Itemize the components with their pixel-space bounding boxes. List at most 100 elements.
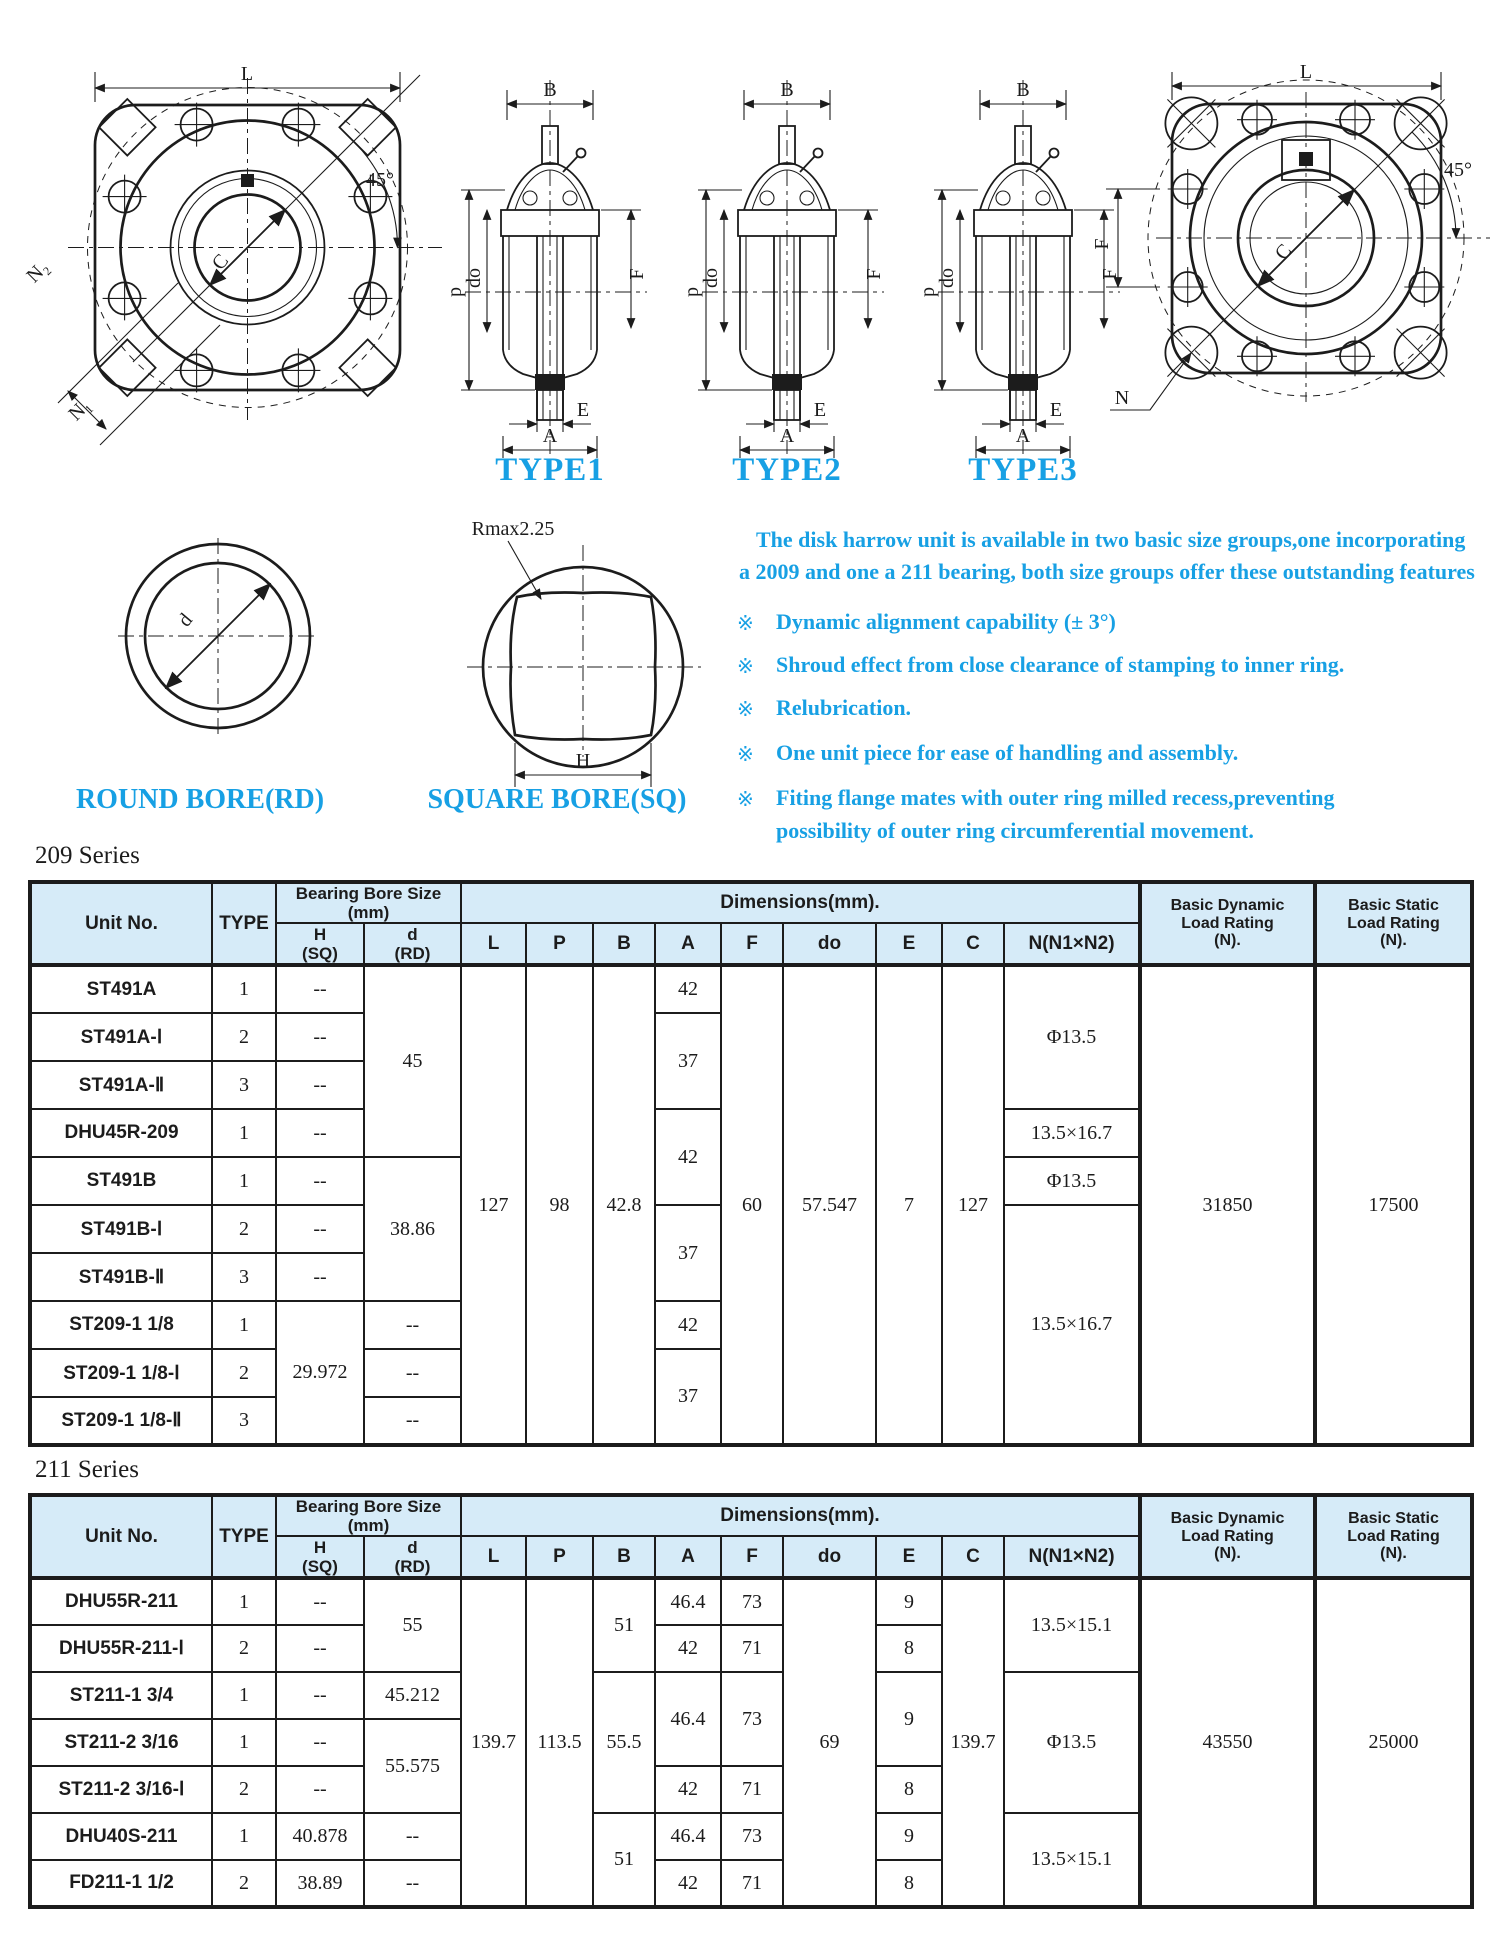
cell-h: -- — [275, 1060, 365, 1111]
col-header-c: C — [941, 922, 1005, 968]
dim-e: E — [577, 399, 589, 421]
cell-h: -- — [275, 1252, 365, 1303]
feature-marker: ※ — [737, 787, 754, 811]
dim-a: A — [543, 425, 558, 447]
square-bore-drawing: Rmax2.25 H — [467, 518, 701, 787]
type1-label: TYPE1 — [495, 452, 605, 488]
flange-front-left-drawing: L 45° — [22, 63, 442, 446]
cell-a: 37 — [654, 1012, 722, 1111]
dim-e: E — [814, 399, 826, 421]
table-row: ST491A-Ⅱ 3 -- — [29, 1060, 1472, 1111]
cell-unit: ST209-1 1/8 — [29, 1300, 213, 1351]
cell-do: 69 — [782, 1577, 877, 1909]
cell-b: 51 — [592, 1812, 656, 1909]
dyn-line3: (N). — [1214, 1545, 1241, 1563]
cell-e: 9 — [875, 1812, 943, 1862]
table-row: ST491A 1 -- 45 127 98 42.8 42 60 57.547 … — [29, 964, 1473, 1447]
cell-l: 139.7 — [460, 1577, 527, 1909]
feature-item: Fiting flange mates with outer ring mill… — [776, 785, 1335, 810]
cell-unit: FD211-1 1/2 — [29, 1859, 213, 1909]
cell-n: Φ13.5 — [1003, 1156, 1141, 1207]
cell-d: -- — [363, 1859, 462, 1909]
square-bore-title: SQUARE BORE(SQ) — [427, 784, 687, 815]
col-header-e: E — [875, 1535, 943, 1581]
table-row: ST491A-Ⅰ 2 -- 37 — [29, 1012, 1472, 1111]
cell-n: 13.5×15.1 — [1003, 1577, 1141, 1674]
col-header-f: F — [720, 1535, 784, 1581]
table-row: ST209-1 1/8 1 29.972 -- 42 — [29, 1300, 1472, 1447]
stat-line1: Basic Static — [1348, 1509, 1439, 1527]
cell-e: 8 — [875, 1859, 943, 1909]
dim-f: F — [626, 268, 648, 279]
col-header-dynamic: Basic Dynamic Load Rating (N). — [1138, 1493, 1316, 1581]
angle-label: 45° — [1444, 159, 1472, 181]
cell-type: 1 — [211, 964, 277, 1015]
stat-line2: Load Rating — [1347, 1527, 1440, 1545]
dim-a: A — [1016, 425, 1031, 447]
dim-do: do — [700, 268, 722, 288]
cell-dynamic: 31850 — [1138, 964, 1316, 1447]
type2-label: TYPE2 — [732, 452, 842, 488]
col-header-h-sq: H(SQ) — [275, 922, 365, 968]
cell-e: 7 — [875, 964, 943, 1447]
h-line2: (SQ) — [302, 1556, 338, 1576]
col-header-do: do — [782, 1535, 877, 1581]
dim-h: H — [576, 750, 590, 772]
cell-h: -- — [275, 1156, 365, 1207]
dyn-line1: Basic Dynamic — [1170, 1509, 1285, 1527]
cell-unit: DHU55R-211 — [29, 1577, 213, 1627]
dyn-line1: Basic Dynamic — [1170, 896, 1285, 914]
bore-label: C — [208, 250, 233, 274]
dim-p: p — [444, 287, 466, 297]
table-row: DHU55R-211-Ⅰ 2 -- 42 71 8 — [29, 1624, 1472, 1674]
feature-marker: ※ — [737, 697, 754, 721]
cell-a: 42 — [654, 1108, 722, 1207]
col-header-l: L — [460, 922, 527, 968]
cell-b: 42.8 — [592, 964, 656, 1447]
cell-h: -- — [275, 1108, 365, 1159]
cell-type: 2 — [211, 1859, 277, 1909]
cell-static: 17500 — [1313, 964, 1473, 1447]
n1-label: N₁ — [64, 394, 95, 425]
cell-n: 13.5×16.7 — [1003, 1108, 1141, 1159]
cell-unit: ST491B-Ⅱ — [29, 1252, 213, 1303]
series-211-title: 211 Series — [35, 1456, 139, 1483]
cell-type: 2 — [211, 1204, 277, 1255]
cell-n: 13.5×15.1 — [1003, 1812, 1141, 1909]
n2-label: N₂ — [22, 256, 53, 287]
cell-f: 71 — [720, 1624, 784, 1674]
cell-d: 38.86 — [363, 1156, 462, 1303]
cell-unit: ST491B — [29, 1156, 213, 1207]
cell-unit: ST209-1 1/8-Ⅰ — [29, 1348, 213, 1399]
cell-f: 73 — [720, 1812, 784, 1862]
col-header-p: P — [525, 922, 594, 968]
cell-h: 40.878 — [275, 1812, 365, 1862]
cell-unit: DHU55R-211-Ⅰ — [29, 1624, 213, 1674]
cell-h: -- — [275, 1624, 365, 1674]
col-header-n: N(N1×N2) — [1003, 1535, 1141, 1581]
col-header-static: Basic Static Load Rating (N). — [1313, 880, 1473, 968]
dim-f: F — [863, 268, 885, 279]
table-row: ST211-2 3/16 1 -- 55.575 — [29, 1718, 1472, 1815]
cell-e: 9 — [875, 1577, 943, 1627]
dim-l: L — [1300, 61, 1312, 83]
table-row: ST491B-Ⅱ 3 -- — [29, 1252, 1472, 1303]
col-header-d-rd: d(RD) — [363, 922, 462, 968]
cell-type: 3 — [211, 1060, 277, 1111]
col-header-b: B — [592, 1535, 656, 1581]
dim-do: do — [936, 268, 958, 288]
col-header-dimensions: Dimensions(mm). — [460, 1493, 1141, 1538]
cell-unit: ST209-1 1/8-Ⅱ — [29, 1396, 213, 1447]
table-row: DHU45R-209 1 -- 42 13.5×16.7 — [29, 1108, 1472, 1207]
intro-line-1: The disk harrow unit is available in two… — [756, 527, 1466, 552]
type3-label: TYPE3 — [968, 452, 1078, 488]
cell-c: 139.7 — [941, 1577, 1005, 1909]
dim-e: E — [1050, 399, 1062, 421]
table-row: ST211-1 3/4 1 -- 45.212 55.5 46.4 73 9 Φ… — [29, 1671, 1472, 1815]
col-header-static: Basic Static Load Rating (N). — [1313, 1493, 1473, 1581]
cell-h: -- — [275, 1012, 365, 1063]
table-row: ST491B-Ⅰ 2 -- 37 13.5×16.7 — [29, 1204, 1472, 1447]
type3-section-drawing: B p do F E A — [917, 79, 1121, 458]
type2-section-drawing: B p do F E A — [681, 79, 885, 458]
feature-item: Shroud effect from close clearance of st… — [776, 652, 1345, 677]
